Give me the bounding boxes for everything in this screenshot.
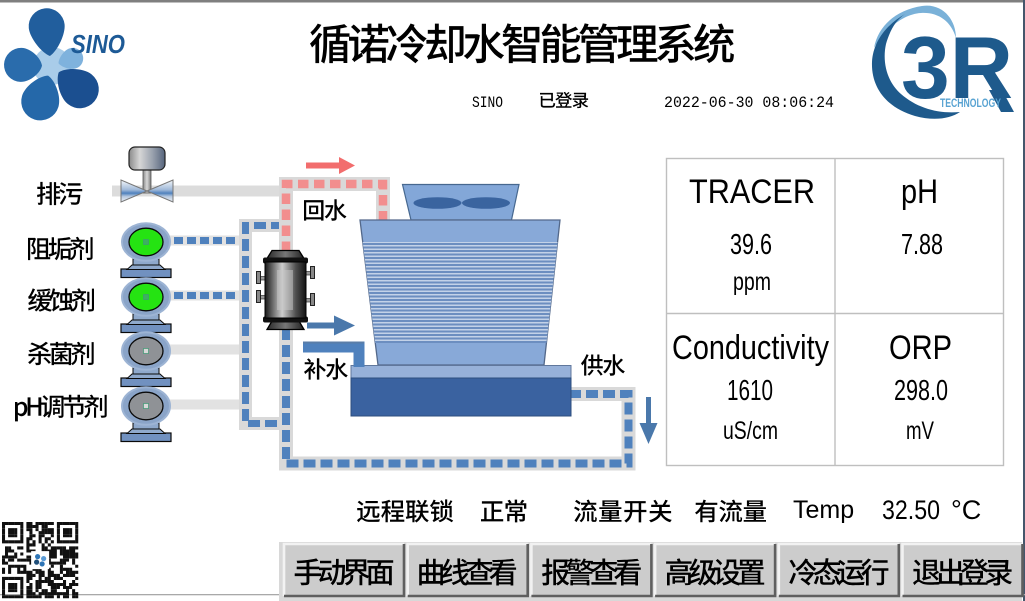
svg-text:SINO: SINO: [71, 29, 125, 59]
svg-text:32.50: 32.50: [882, 495, 940, 525]
svg-text:2022-06-30 08:06:24: 2022-06-30 08:06:24: [664, 94, 834, 112]
svg-text:3R: 3R: [901, 18, 1013, 117]
svg-text:Conductivity: Conductivity: [672, 329, 829, 367]
svg-text:39.6: 39.6: [730, 229, 772, 261]
svg-text:TRACER: TRACER: [689, 173, 815, 211]
svg-text:uS/cm: uS/cm: [723, 417, 778, 445]
svg-text:298.0: 298.0: [894, 375, 948, 407]
svg-text:7.88: 7.88: [901, 229, 943, 261]
svg-text:SINO: SINO: [472, 94, 503, 112]
svg-text:ORP: ORP: [889, 329, 952, 367]
svg-text:ppm: ppm: [733, 268, 771, 296]
svg-text:°C: °C: [951, 495, 981, 525]
svg-text:mV: mV: [906, 417, 934, 445]
svg-text:1610: 1610: [727, 375, 773, 407]
svg-text:Temp: Temp: [793, 496, 854, 524]
svg-text:pH: pH: [901, 173, 938, 211]
svg-text:TECHNOLOGY: TECHNOLOGY: [940, 96, 1001, 110]
